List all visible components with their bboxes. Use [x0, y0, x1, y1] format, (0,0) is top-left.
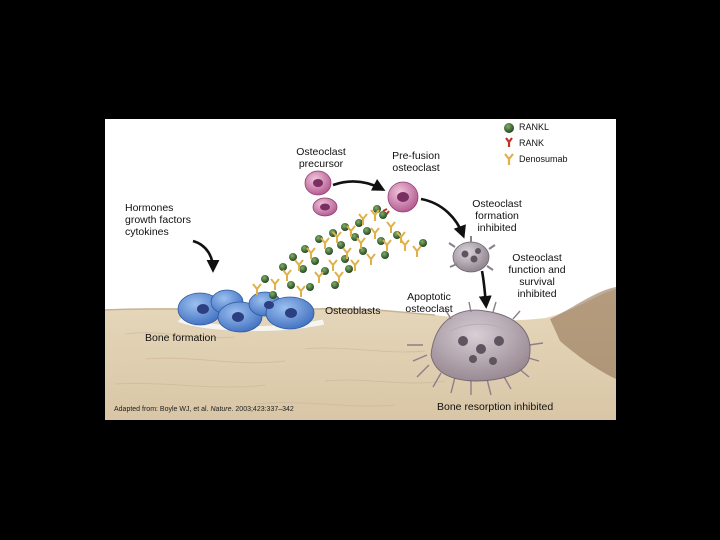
label-apoptotic-osteoclast: Apoptotic osteoclast — [395, 291, 463, 315]
denosumab-molecule — [315, 272, 323, 283]
denosumab-molecule — [329, 260, 337, 271]
legend-icons — [504, 123, 514, 165]
rankl-molecule — [345, 265, 353, 273]
rankl-molecule — [269, 291, 277, 299]
denosumab-molecule — [383, 240, 391, 251]
citation-prefix: Adapted from: Boyle WJ, et al. — [114, 406, 211, 413]
rankl-molecule — [381, 251, 389, 259]
denosumab-molecule — [371, 228, 379, 239]
rankl-legend-icon — [504, 123, 514, 133]
label-bone-formation: Bone formation — [145, 332, 216, 344]
denosumab-molecule — [387, 222, 395, 233]
rankl-molecule — [306, 283, 314, 291]
rankl-molecule — [355, 219, 363, 227]
rankl-molecule — [311, 257, 319, 265]
inhibited-osteoclast — [449, 236, 495, 272]
legend-rank: RANK — [519, 138, 544, 148]
rankl-molecule — [325, 247, 333, 255]
rankl-molecule — [279, 263, 287, 271]
label-function-inhibited: Osteoclast function and survival inhibit… — [499, 252, 575, 300]
prefusion-osteoclast — [379, 182, 418, 219]
label-formation-inhibited: Osteoclast formation inhibited — [465, 198, 529, 234]
citation-suffix: . 2003;423:337–342 — [232, 406, 294, 413]
rankl-molecule — [299, 265, 307, 273]
legend-denosumab: Denosumab — [519, 154, 568, 164]
denosumab-molecule — [401, 240, 409, 251]
rankl-molecule — [363, 227, 371, 235]
citation-journal: Nature — [211, 406, 232, 413]
precursor-cells — [305, 171, 337, 216]
rank-legend-icon — [506, 138, 512, 147]
label-osteoclast-precursor: Osteoclast precursor — [283, 146, 359, 170]
denosumab-molecule — [413, 246, 421, 257]
denosumab-legend-icon — [505, 154, 513, 165]
label-bone-resorption: Bone resorption inhibited — [437, 401, 553, 413]
citation: Adapted from: Boyle WJ, et al. Nature. 2… — [114, 406, 294, 413]
label-prefusion-osteoclast: Pre-fusion osteoclast — [381, 150, 451, 174]
rankl-molecule — [261, 275, 269, 283]
rankl-molecule — [331, 281, 339, 289]
denosumab-molecule — [367, 254, 375, 265]
label-osteoblasts: Osteoblasts — [325, 305, 380, 317]
denosumab-molecule — [283, 270, 291, 281]
rankl-molecules — [261, 205, 427, 299]
label-hormones: Hormones growth factors cytokines — [125, 202, 191, 238]
denosumab-molecule — [297, 286, 305, 297]
denosumab-molecule — [271, 279, 279, 290]
diagram-panel: RANKL RANK Denosumab Hormones growth fac… — [105, 119, 616, 420]
legend-rankl: RANKL — [519, 122, 549, 132]
rankl-molecule — [287, 281, 295, 289]
